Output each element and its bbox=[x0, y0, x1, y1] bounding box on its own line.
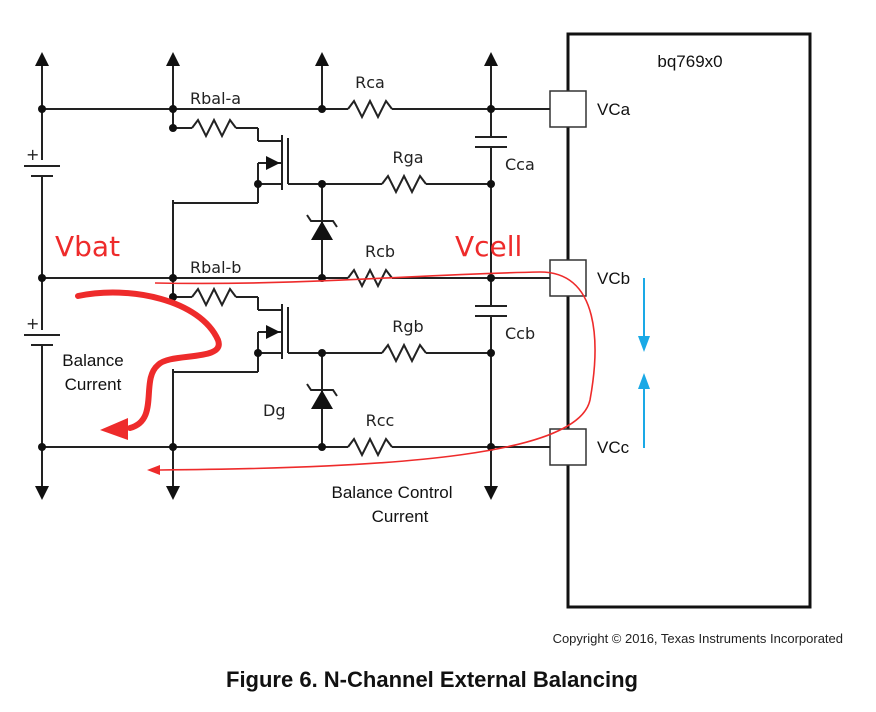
battery-top-plus: + bbox=[26, 145, 39, 164]
label-balance-current-1: Balance bbox=[62, 351, 123, 370]
label-cca: Cca bbox=[505, 155, 535, 174]
capacitor-cca bbox=[475, 136, 507, 148]
pin-vcc-label: VCc bbox=[597, 438, 630, 457]
label-vbat: Vbat bbox=[55, 230, 120, 263]
label-rbal-a: Rbal-a bbox=[190, 89, 241, 108]
junction-dots bbox=[38, 105, 495, 451]
label-rca: Rca bbox=[355, 73, 385, 92]
label-balance-control-2: Current bbox=[372, 507, 429, 526]
rail-a bbox=[42, 100, 550, 118]
pin-vca-label: VCa bbox=[597, 100, 631, 119]
balance-current-arrow bbox=[75, 289, 222, 431]
supply-arrows bbox=[35, 52, 498, 500]
label-dg: Dg bbox=[263, 401, 285, 420]
figure-caption: Figure 6. N-Channel External Balancing bbox=[226, 667, 638, 692]
capacitor-ccb bbox=[475, 305, 507, 317]
label-vcell: Vcell bbox=[455, 230, 522, 263]
balance-branch-a bbox=[173, 119, 491, 278]
balance-control-current-path bbox=[154, 271, 596, 471]
zener-a bbox=[306, 214, 338, 240]
pin-vca bbox=[549, 90, 587, 128]
battery-top bbox=[24, 165, 60, 177]
copyright-text: Copyright © 2016, Texas Instruments Inco… bbox=[553, 631, 843, 646]
ic-chip-name: bq769x0 bbox=[657, 52, 722, 71]
rail-c bbox=[42, 438, 550, 456]
mosfet-b-arrow bbox=[266, 325, 280, 339]
battery-bottom bbox=[24, 334, 60, 346]
balance-control-arrowhead bbox=[147, 465, 160, 475]
balance-branch-b bbox=[173, 288, 491, 447]
label-rcb: Rcb bbox=[365, 242, 395, 261]
mosfet-a-arrow bbox=[266, 156, 280, 170]
label-rgb: Rgb bbox=[392, 317, 423, 336]
cell-voltage-arrows bbox=[638, 278, 650, 448]
rail-b bbox=[42, 269, 550, 287]
pin-vcb-label: VCb bbox=[597, 269, 630, 288]
balance-current-arrowhead bbox=[100, 418, 128, 440]
label-ccb: Ccb bbox=[505, 324, 535, 343]
label-rbal-b: Rbal-b bbox=[190, 258, 241, 277]
pin-vcc bbox=[549, 428, 587, 466]
battery-bottom-plus: + bbox=[26, 314, 39, 333]
label-balance-current-2: Current bbox=[65, 375, 122, 394]
ic-chip-body bbox=[566, 32, 812, 609]
label-balance-control-1: Balance Control bbox=[332, 483, 453, 502]
zener-b bbox=[306, 383, 338, 409]
label-rcc: Rcc bbox=[366, 411, 395, 430]
label-rga: Rga bbox=[392, 148, 423, 167]
